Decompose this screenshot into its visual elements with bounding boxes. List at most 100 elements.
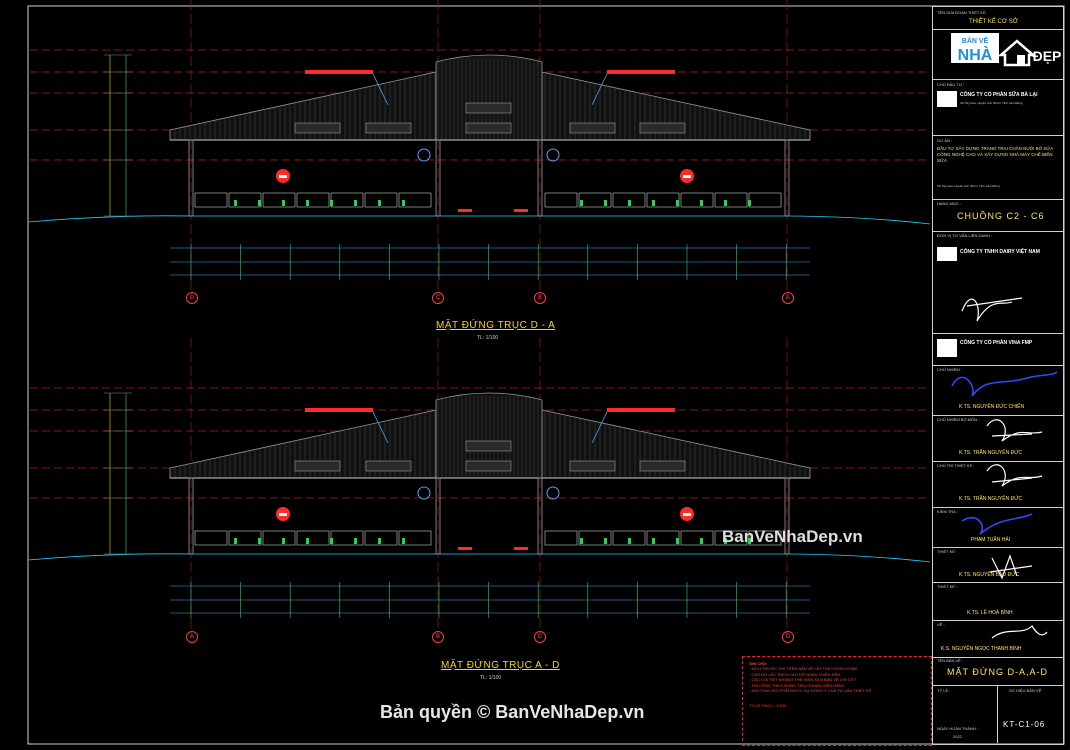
fence-panel bbox=[330, 192, 364, 208]
leader-line bbox=[372, 411, 389, 444]
fence-post bbox=[580, 538, 583, 544]
fence-post bbox=[700, 538, 703, 544]
fence-post bbox=[676, 200, 679, 206]
role-label: CHỦ NHIỆM BỘ MÔN : bbox=[937, 417, 980, 422]
fence-panel bbox=[578, 192, 612, 208]
investor-label: CHỦ ĐẦU TƯ : bbox=[937, 82, 965, 87]
fence-post bbox=[652, 538, 655, 544]
fence-post bbox=[354, 538, 357, 544]
fence-panel bbox=[714, 530, 748, 546]
roof-vent bbox=[465, 102, 512, 114]
fence-post bbox=[652, 200, 655, 206]
investor-logo bbox=[937, 91, 957, 107]
signature-5 bbox=[961, 513, 1033, 535]
fence-panel bbox=[228, 530, 262, 546]
note-line: - KÍCH THƯỚC GHI TRÊN BẢN VẼ LẤY THEO ĐƠ… bbox=[749, 666, 857, 672]
stage-value: THIẾT KẾ CƠ SỞ bbox=[969, 19, 1018, 25]
scale-label: TỶ LỆ : bbox=[937, 688, 951, 693]
person-name: K.TS. TRẦN NGUYÊN ĐỨC bbox=[959, 450, 1023, 456]
label-bar bbox=[607, 70, 675, 74]
contractor-name-1: CÔNG TY TNHH DAIRY VIỆT NAM bbox=[960, 249, 1040, 255]
date-label: NGÀY HOÀN THÀNH : bbox=[937, 726, 978, 731]
leader-line bbox=[591, 411, 608, 444]
site-watermark: BanVeNhaDep.vn bbox=[722, 527, 863, 546]
fence-panel bbox=[680, 192, 714, 208]
roof-vent bbox=[365, 122, 412, 134]
axis-bubble: B bbox=[432, 631, 444, 643]
fence-panel bbox=[680, 530, 714, 546]
fence-panel bbox=[544, 192, 578, 208]
signature-7 bbox=[991, 625, 1048, 639]
notes-heading: GHI CHÚ: bbox=[749, 661, 768, 666]
axis-bubble: D bbox=[782, 631, 794, 643]
copyright-watermark: Bản quyền © BanVeNhaDep.vn bbox=[380, 702, 645, 722]
axis-bubble: A bbox=[186, 631, 198, 643]
ground-line bbox=[27, 553, 931, 563]
fan-icon bbox=[546, 148, 560, 162]
person-name: K.TS. NGUYỄN BẢO ĐỨC bbox=[959, 572, 1020, 578]
role-label: KIỂM TRA : bbox=[937, 509, 958, 514]
investor-address: Xã Tây Hòa, Huyện Anh Nhơn, Tỉnh Lâm Đồn… bbox=[960, 101, 1023, 105]
item-label: HẠNG MỤC : bbox=[937, 201, 961, 206]
sheet-border bbox=[27, 5, 1065, 745]
fence-panel bbox=[262, 530, 296, 546]
logo-text-1: BẢN VẼ bbox=[962, 36, 989, 45]
fence-post bbox=[306, 538, 309, 544]
role-label: CHỦ NHIỆM : bbox=[937, 367, 962, 372]
note-line: - MỌI THAY ĐỔI PHẢI ĐƯỢC SỰ ĐỒNG Ý CỦA T… bbox=[749, 687, 872, 693]
fence-post bbox=[234, 538, 237, 544]
drawing-name: MẶT ĐỨNG D-A,A-D bbox=[947, 667, 1049, 677]
roof-monitor bbox=[435, 54, 543, 141]
column bbox=[537, 477, 543, 555]
signature-2 bbox=[951, 371, 1058, 397]
fence-panel bbox=[578, 530, 612, 546]
person-name: K.TS. LÊ HOÀ BÌNH bbox=[967, 610, 1013, 616]
fence-panel bbox=[544, 530, 578, 546]
elevation-title-2: MẶT ĐỨNG TRỤC A - D bbox=[441, 660, 560, 671]
column bbox=[188, 477, 194, 555]
item-value: CHUỒNG C2 - C6 bbox=[957, 211, 1045, 221]
floor-mark bbox=[458, 209, 472, 212]
column bbox=[435, 139, 441, 217]
fence-panel bbox=[296, 192, 330, 208]
contractor-label: ĐƠN VỊ TƯ VẤN LIÊN DANH : bbox=[937, 233, 993, 238]
fan-icon bbox=[417, 486, 431, 500]
title-block: TÊN GIAI ĐOẠN THIẾT KẾ THIẾT KẾ CƠ SỞ BẢ… bbox=[932, 6, 1064, 745]
fence-panel bbox=[748, 192, 782, 208]
logo-text-2: NHÀ bbox=[958, 45, 993, 64]
roof-vent bbox=[465, 440, 512, 452]
fence-panel bbox=[194, 192, 228, 208]
roof-vent bbox=[639, 122, 686, 134]
fence-post bbox=[724, 538, 727, 544]
fence-post bbox=[628, 538, 631, 544]
fan-icon bbox=[546, 486, 560, 500]
roof-vent bbox=[294, 122, 341, 134]
contractor-logo-1 bbox=[937, 247, 957, 261]
axis-bubble: C bbox=[432, 292, 444, 304]
fence-post bbox=[700, 200, 703, 206]
axis-bubble: D bbox=[186, 292, 198, 304]
role-label: THIẾT KẾ : bbox=[937, 584, 958, 589]
fence-panel bbox=[646, 530, 680, 546]
fence-panel bbox=[612, 192, 646, 208]
fence-post bbox=[604, 538, 607, 544]
column bbox=[188, 139, 194, 217]
elevation-scale-2: TL: 1/100 bbox=[480, 675, 502, 681]
note-line: - CÁC CHI TIẾT KHÔNG THỂ HIỆN XEM BẢN VẼ… bbox=[749, 677, 857, 683]
leader-line bbox=[372, 73, 389, 106]
note-line: - THI CÔNG THEO ĐÚNG TIÊU CHUẨN HIỆN HÀN… bbox=[749, 682, 845, 688]
date-value: 2022 bbox=[953, 734, 962, 739]
note-line: - CAO ĐỘ LẤY THEO CAO ĐỘ HOÀN THIỆN NỀN bbox=[749, 671, 841, 677]
sheet-number: KT-C1-06 bbox=[1003, 720, 1046, 729]
floor-mark bbox=[514, 209, 528, 212]
fence-post bbox=[748, 200, 751, 206]
fence-post bbox=[402, 200, 405, 206]
contractor-logo-2 bbox=[937, 339, 957, 357]
fence-post bbox=[234, 200, 237, 206]
drawing-label: TÊN BẢN VẼ : bbox=[937, 658, 964, 663]
fence-post bbox=[748, 538, 751, 544]
project-label: DỰ ÁN : bbox=[937, 138, 953, 143]
roof-monitor bbox=[435, 392, 543, 479]
fence-panel bbox=[398, 530, 432, 546]
